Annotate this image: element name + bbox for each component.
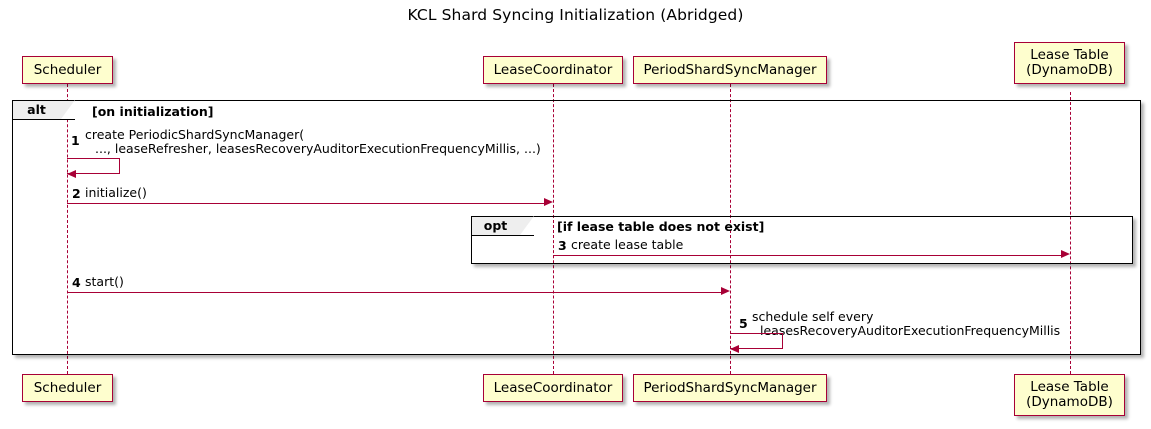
- fragment-opt-operator-tab: opt: [472, 216, 534, 236]
- fragment-opt-guard: [if lease table does not exist]: [557, 219, 765, 234]
- message-5-sequence-number: 5: [739, 316, 748, 331]
- participant-lease-coordinator-bottom-label: LeaseCoordinator: [493, 379, 613, 396]
- message-3-arrowhead: [1061, 250, 1070, 258]
- fragment-alt: [12, 100, 1141, 355]
- message-5-label-line2: leasesRecoveryAuditorExecutionFrequencyM…: [760, 323, 1061, 338]
- message-4-label-line1: start(): [85, 274, 124, 289]
- message-5-arrowhead: [730, 344, 739, 353]
- participant-lease-table-top[interactable]: Lease Table (DynamoDB): [1014, 42, 1125, 84]
- participant-lease-table-bottom[interactable]: Lease Table (DynamoDB): [1014, 374, 1125, 416]
- message-2-line: [67, 202, 544, 204]
- participant-lease-table-top-label-line2: (DynamoDB): [1026, 62, 1113, 78]
- message-5-self-call-path: [730, 333, 783, 349]
- message-3-label-line1: create lease table: [571, 237, 684, 252]
- lifeline-lease-coordinator: [552, 84, 554, 374]
- message-1-label-line1: create PeriodicShardSyncManager(: [85, 127, 305, 142]
- participant-lease-coordinator-bottom[interactable]: LeaseCoordinator: [483, 374, 623, 402]
- participant-scheduler-top[interactable]: Scheduler: [22, 56, 113, 84]
- participant-period-shard-sync-manager-bottom-label: PeriodShardSyncManager: [643, 379, 817, 396]
- participant-period-shard-sync-manager-bottom[interactable]: PeriodShardSyncManager: [633, 374, 827, 402]
- participant-scheduler-top-label: Scheduler: [33, 61, 102, 78]
- fragment-opt-operator-label: opt: [483, 218, 508, 233]
- message-3-sequence-number: 3: [558, 238, 567, 253]
- lifeline-scheduler: [67, 84, 68, 374]
- message-4-sequence-number: 4: [72, 275, 81, 290]
- participant-period-shard-sync-manager-top-label: PeriodShardSyncManager: [643, 61, 817, 78]
- fragment-alt-operator-tab: alt: [13, 100, 75, 120]
- participant-lease-coordinator-top-label: LeaseCoordinator: [493, 61, 613, 78]
- message-5-label-line1: schedule self every: [752, 309, 874, 324]
- lifeline-lease-table: [1069, 92, 1071, 374]
- fragment-opt: [471, 216, 1133, 264]
- participant-scheduler-bottom-label: Scheduler: [33, 379, 102, 396]
- lifeline-period-shard-sync-manager: [729, 84, 731, 374]
- participant-lease-table-top-label-line1: Lease Table: [1030, 47, 1109, 63]
- message-3-line: [553, 254, 1061, 256]
- participant-lease-table-bottom-label-line1: Lease Table: [1030, 379, 1109, 395]
- message-1-self-call-path: [67, 158, 120, 174]
- message-1-sequence-number: 1: [71, 133, 80, 148]
- message-2-sequence-number: 2: [72, 186, 81, 201]
- message-4-arrowhead: [721, 287, 730, 295]
- message-1-label-line2: ..., leaseRefresher, leasesRecoveryAudit…: [95, 141, 541, 156]
- diagram-title: KCL Shard Syncing Initialization (Abridg…: [407, 6, 744, 24]
- fragment-alt-operator-label: alt: [27, 102, 46, 117]
- participant-lease-coordinator-top[interactable]: LeaseCoordinator: [483, 56, 623, 84]
- message-1-arrowhead: [67, 169, 76, 178]
- message-2-label-line1: initialize(): [85, 185, 147, 200]
- message-2-arrowhead: [544, 198, 553, 206]
- participant-period-shard-sync-manager-top[interactable]: PeriodShardSyncManager: [633, 56, 827, 84]
- message-4-line: [67, 291, 721, 293]
- fragment-alt-guard: [on initialization]: [92, 104, 214, 119]
- participant-lease-table-bottom-label-line2: (DynamoDB): [1026, 394, 1113, 410]
- participant-scheduler-bottom[interactable]: Scheduler: [22, 374, 113, 402]
